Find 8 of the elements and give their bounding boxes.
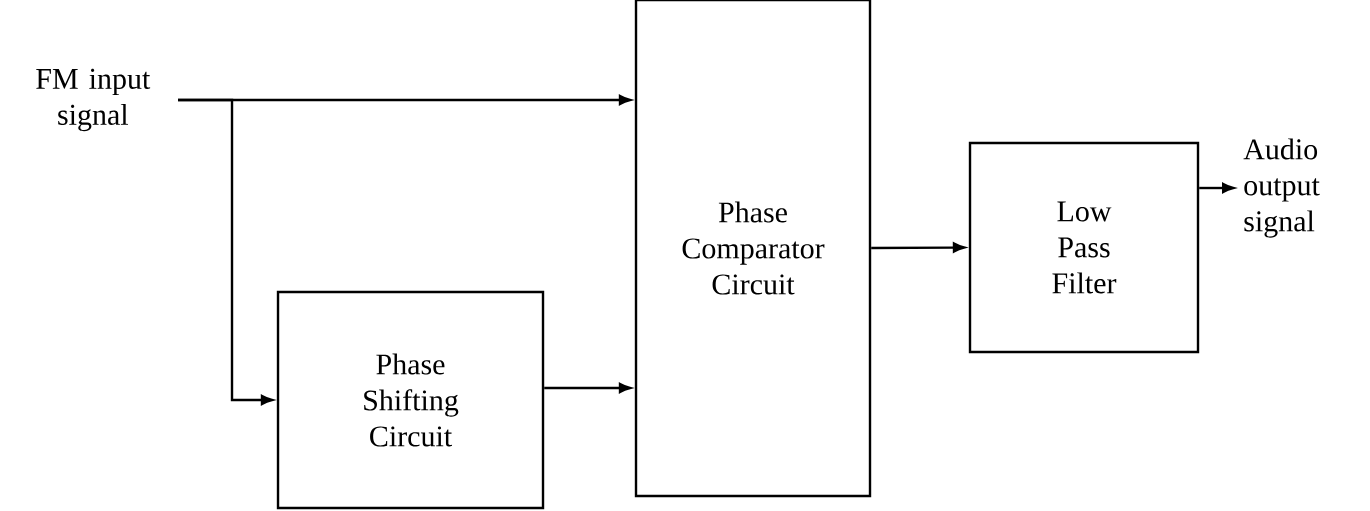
block-box: Phase Comparator Circuit	[634, 0, 872, 498]
block-box: Low Pass Filter	[968, 141, 1200, 354]
signal-label: FM input signal	[36, 68, 151, 132]
block-box: Phase Shifting Circuit	[276, 290, 545, 510]
arrow	[1199, 182, 1235, 194]
arrow	[544, 382, 632, 394]
arrow	[178, 98, 274, 406]
signal-label: Audio output signal	[1243, 138, 1320, 238]
